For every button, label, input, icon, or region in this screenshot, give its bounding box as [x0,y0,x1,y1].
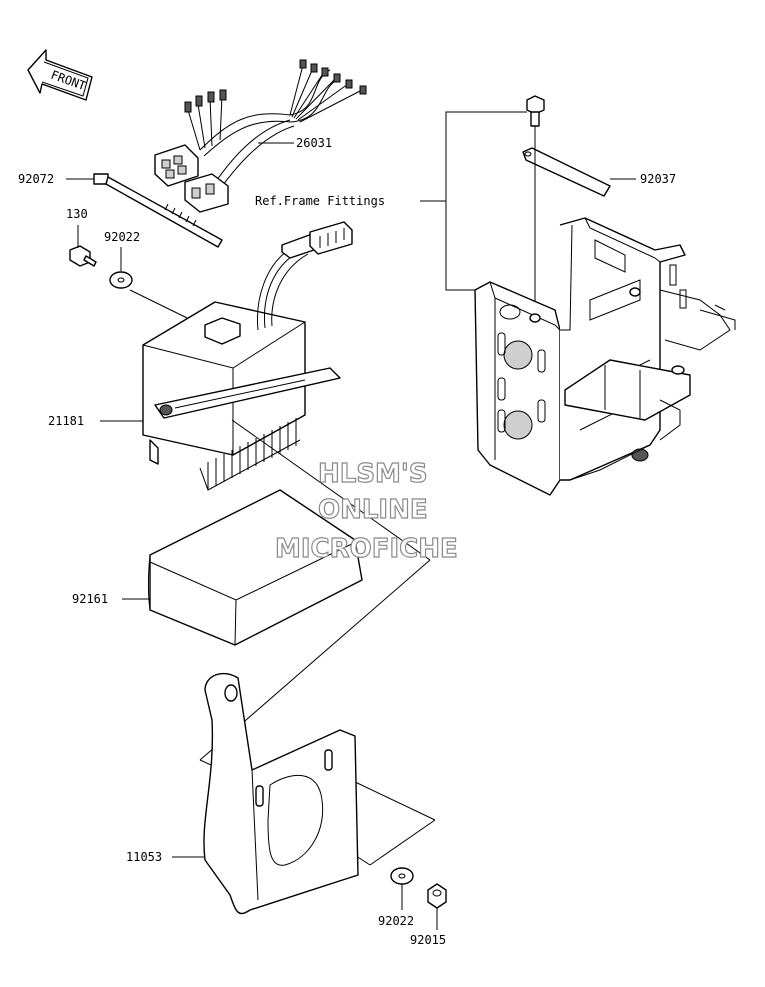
washer-92022-bottom [390,867,414,885]
part-label-92072: 92072 [18,172,54,186]
part-label-11053: 11053 [126,850,162,864]
frame-assembly [474,217,736,496]
part-label-26031: 26031 [296,136,332,150]
part-label-92022-top: 92022 [104,230,140,244]
regulator-21181 [142,221,353,491]
ref-frame-fittings-note: Ref.Frame Fittings [255,194,385,208]
washer-92022-top [109,271,133,289]
part-label-92037: 92037 [640,172,676,186]
front-arrow: FRONT [27,49,93,101]
watermark: HLSM'S ONLINE MICROFICHE [274,458,458,564]
watermark-line-2: ONLINE [318,495,428,525]
part-label-92022-bottom: 92022 [378,914,414,928]
wiring-harness-26031 [154,59,367,213]
part-label-92015: 92015 [410,933,446,947]
part-label-92161: 92161 [72,592,108,606]
watermark-line-1: HLSM'S [318,459,428,489]
frame-bolt [526,95,545,127]
bolt-130 [69,245,97,267]
strap-92037 [522,147,611,197]
pad-92161 [148,489,363,646]
nut-92015 [427,883,447,909]
watermark-line-3: MICROFICHE [275,534,458,564]
part-label-21181: 21181 [48,414,84,428]
part-label-130: 130 [66,207,88,221]
bracket-11053 [203,672,359,915]
